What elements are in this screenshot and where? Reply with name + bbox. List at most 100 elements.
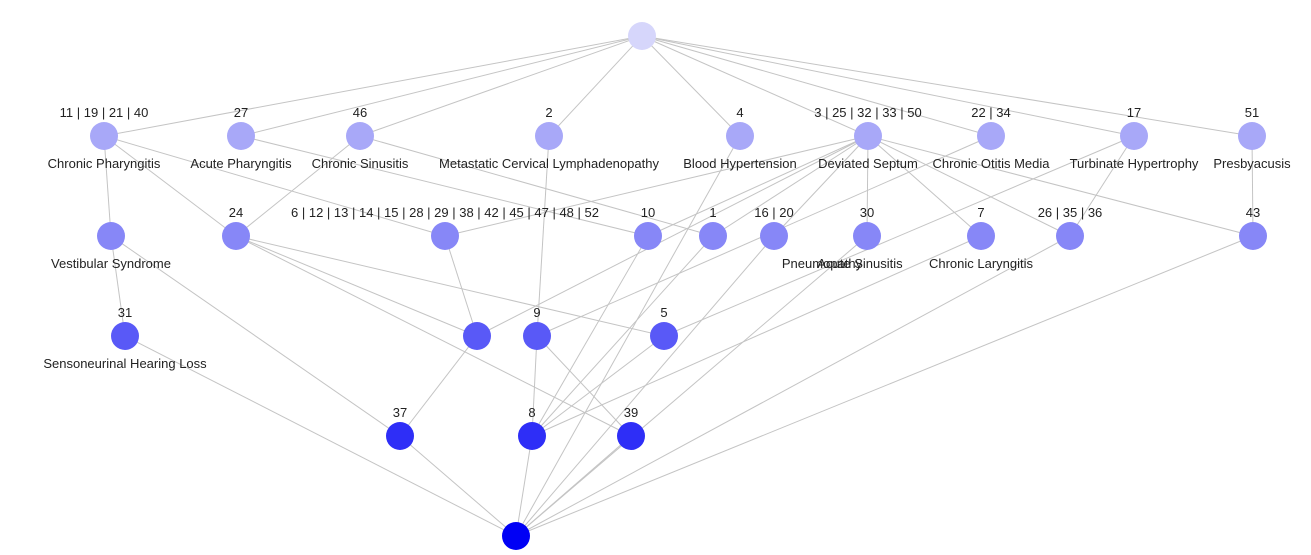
node-bottom-label: Chronic Laryngitis [929, 256, 1034, 271]
node-top-label: 16 | 20 [754, 205, 794, 220]
lattice-edge [712, 135, 869, 237]
lattice-node-n-46[interactable] [346, 122, 374, 150]
lattice-node-n-5[interactable] [650, 322, 678, 350]
lattice-node-n-9[interactable] [523, 322, 551, 350]
node-bottom-label: Chronic Otitis Media [932, 156, 1050, 171]
node-bottom-label: Acute Pharyngitis [190, 156, 292, 171]
node-bottom-label: Blood Hypertension [683, 156, 796, 171]
lattice-edge [641, 35, 741, 137]
lattice-edge [476, 135, 869, 337]
lattice-edge [531, 235, 982, 437]
lattice-edge [531, 235, 714, 437]
lattice-edge [867, 135, 1254, 237]
lattice-edge [641, 35, 869, 137]
lattice-edge [773, 135, 869, 237]
node-bottom-label: Presbyacusis [1213, 156, 1291, 171]
lattice-edge [235, 235, 478, 337]
lattice-edge [641, 35, 1253, 137]
lattice-edge [235, 235, 632, 437]
lattice-node-n-4[interactable] [726, 122, 754, 150]
node-bottom-label: Chronic Pharyngitis [48, 156, 161, 171]
lattice-edge [531, 335, 538, 437]
lattice-node-top[interactable] [628, 22, 656, 50]
node-top-label: 2 [545, 105, 552, 120]
lattice-node-n-31[interactable] [111, 322, 139, 350]
lattice-edge [103, 135, 237, 237]
lattice-edge [531, 235, 649, 437]
node-bottom-label: Turbinate Hypertrophy [1070, 156, 1199, 171]
lattice-nodes [90, 22, 1267, 550]
node-top-label: 51 [1245, 105, 1259, 120]
lattice-edge [647, 135, 869, 237]
lattice-edge [515, 235, 1254, 537]
lattice-node-bottom[interactable] [502, 522, 530, 550]
lattice-node-n-8[interactable] [518, 422, 546, 450]
node-top-label: 37 [393, 405, 407, 420]
lattice-edge [235, 235, 665, 337]
lattice-edge [1069, 135, 1135, 237]
lattice-node-n-43[interactable] [1239, 222, 1267, 250]
node-top-label: 1 [709, 205, 716, 220]
node-top-label: 10 [641, 205, 655, 220]
node-bottom-label: Acute Sinusitis [817, 256, 903, 271]
lattice-edge [867, 135, 1071, 237]
lattice-node-n-17[interactable] [1120, 122, 1148, 150]
lattice-edge [536, 335, 632, 437]
lattice-node-n-1[interactable] [699, 222, 727, 250]
node-bottom-label: Sensoneurinal Hearing Loss [43, 356, 207, 371]
node-top-label: 3 | 25 | 32 | 33 | 50 [814, 105, 921, 120]
lattice-node-n-3-25-32-33-50[interactable] [854, 122, 882, 150]
lattice-labels: 11 | 19 | 21 | 40 Chronic Pharyngitis 27Ac… [43, 105, 1291, 420]
lattice-node-n-37[interactable] [386, 422, 414, 450]
lattice-node-n-24[interactable] [222, 222, 250, 250]
node-top-label: 11 | 19 | 21 | 40 [60, 105, 149, 120]
node-bottom-label: Pneumopathy [782, 256, 863, 271]
node-top-label: 4 [736, 105, 743, 120]
lattice-edge [515, 235, 1071, 537]
lattice-edge [866, 135, 869, 237]
lattice-edge [515, 135, 741, 537]
lattice-edge [124, 335, 517, 537]
node-top-label: 46 [353, 105, 367, 120]
lattice-node-n-16-20[interactable] [760, 222, 788, 250]
lattice-node-n-39[interactable] [617, 422, 645, 450]
lattice-node-vestibular[interactable] [97, 222, 125, 250]
lattice-edge [235, 135, 361, 237]
lattice-edge [515, 235, 868, 537]
lattice-edges [103, 35, 1254, 537]
lattice-edge [515, 435, 533, 537]
lattice-node-n-30[interactable] [853, 222, 881, 250]
node-top-label: 39 [624, 405, 638, 420]
lattice-edge [641, 35, 992, 137]
lattice-node-n-22-34[interactable] [977, 122, 1005, 150]
node-bottom-label: Vestibular Syndrome [51, 256, 171, 271]
lattice-edge [867, 135, 982, 237]
lattice-node-n-26-35-36[interactable] [1056, 222, 1084, 250]
lattice-node-n-6-group[interactable] [431, 222, 459, 250]
lattice-node-n-2[interactable] [535, 122, 563, 150]
lattice-node-n-51[interactable] [1238, 122, 1266, 150]
lattice-node-n-11-19-21-40[interactable] [90, 122, 118, 150]
node-bottom-label: Chronic Sinusitis [312, 156, 409, 171]
lattice-edge [1251, 135, 1254, 237]
node-top-label: 26 | 35 | 36 [1038, 205, 1103, 220]
lattice-edge [399, 435, 517, 537]
node-top-label: 6 | 12 | 13 | 14 | 15 | 28 | 29 | 38 | 4… [291, 205, 599, 220]
lattice-node-n-27[interactable] [227, 122, 255, 150]
lattice-node-n-10[interactable] [634, 222, 662, 250]
lattice-edge [663, 135, 1135, 337]
lattice-edge [444, 235, 478, 337]
lattice-edge [110, 235, 401, 437]
lattice-edge [103, 35, 643, 137]
node-top-label: 8 [528, 405, 535, 420]
node-top-label: 22 | 34 [971, 105, 1011, 120]
node-top-label: 27 [234, 105, 248, 120]
node-top-label: 30 [860, 205, 874, 220]
lattice-node-n-7[interactable] [967, 222, 995, 250]
node-top-label: 5 [660, 305, 667, 320]
lattice-edge [110, 235, 126, 337]
lattice-node-n-x3[interactable] [463, 322, 491, 350]
node-top-label: 9 [533, 305, 540, 320]
lattice-edge [359, 35, 643, 137]
